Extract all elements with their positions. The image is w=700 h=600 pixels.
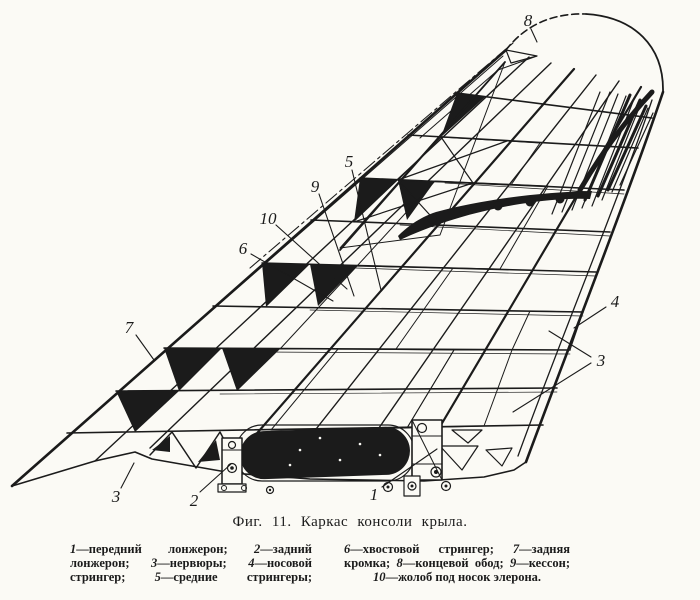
legend-text-segment: лонжерон;	[70, 556, 152, 570]
figure-caption-title: Фиг. 11. Каркас консоли крыла.	[232, 514, 468, 530]
legend-text-segment: —носовой	[254, 556, 312, 570]
legend-line: 10—жолоб под носок элерона.	[344, 570, 570, 584]
stringers-and-spars	[94, 56, 643, 464]
root-rib-details	[149, 424, 513, 482]
leader-lines	[120, 28, 607, 493]
callout-2: 2	[190, 491, 199, 510]
callout-7: 7	[125, 318, 135, 337]
callout-labels: 1 2 3 3 4 5 6 7 8 9 10	[111, 11, 620, 510]
legend-part-number: 9	[509, 556, 517, 570]
legend-part-number: 1	[70, 542, 77, 556]
callout-6: 6	[239, 239, 248, 258]
callout-3-root: 3	[111, 487, 121, 506]
legend-text-segment: —жолоб под носок элерона.	[385, 570, 542, 584]
legend-part-number: 3	[151, 556, 158, 570]
legend-line: кромка; 8—концевой обод; 9—кессон;	[344, 556, 570, 570]
legend-line: стрингер; 5—средние стрингеры;	[70, 570, 312, 584]
callout-1: 1	[370, 485, 379, 504]
legend-part-number: 4	[248, 556, 255, 570]
shading-and-truss	[116, 61, 584, 432]
legend-column-right: 6—хвостовой стрингер; 7—задняя кромка; 8…	[344, 542, 570, 584]
legend-text-segment: —нервюры;	[157, 556, 249, 570]
legend-part-number: 6	[344, 542, 351, 556]
legend-part-number: 8	[396, 556, 403, 570]
legend-part-number: 2	[254, 542, 261, 556]
front-spar-fitting	[403, 419, 443, 497]
callout-3-tip: 3	[596, 351, 606, 370]
callout-4: 4	[611, 292, 620, 311]
legend-line: лонжерон; 3—нервюры; 4—носовой	[70, 556, 312, 570]
wing-outline	[10, 13, 665, 488]
legend-text-segment: —хвостовой стрингер;	[350, 542, 513, 556]
legend-text-segment: —задняя	[519, 542, 570, 556]
rear-spar-fitting	[217, 437, 247, 493]
legend-part-number: 7	[512, 542, 520, 556]
callout-10: 10	[260, 209, 278, 228]
callout-9: 9	[311, 177, 320, 196]
legend-part-number: 10	[372, 570, 386, 584]
legend-line: 6—хвостовой стрингер; 7—задняя	[344, 542, 570, 556]
tip-caisson-hatching	[551, 89, 655, 215]
legend-text-segment: —концевой обод;	[402, 556, 510, 570]
callout-8: 8	[524, 11, 533, 30]
legend-text-segment: —передний лонжерон;	[76, 542, 255, 556]
callout-5: 5	[345, 152, 354, 171]
legend-line: 1—передний лонжерон; 2—задний	[70, 542, 312, 556]
legend-text-segment: —кессон;	[516, 556, 571, 570]
legend-column-left: 1—передний лонжерон; 2—задний лонжерон; …	[70, 542, 312, 584]
legend-part-number: 5	[154, 570, 161, 584]
center-axis-line	[249, 42, 514, 269]
wing-frame-figure: 1 2 3 3 4 5 6 7 8 9 10	[10, 11, 665, 510]
aileron-groove-band	[398, 191, 592, 240]
legend-text-segment: кромка;	[344, 556, 397, 570]
spar-fittings	[217, 419, 452, 497]
legend-text-segment: стрингер;	[70, 570, 155, 584]
legend-text-segment: —задний	[260, 542, 312, 556]
legend-text-segment: —средние стрингеры;	[160, 570, 313, 584]
